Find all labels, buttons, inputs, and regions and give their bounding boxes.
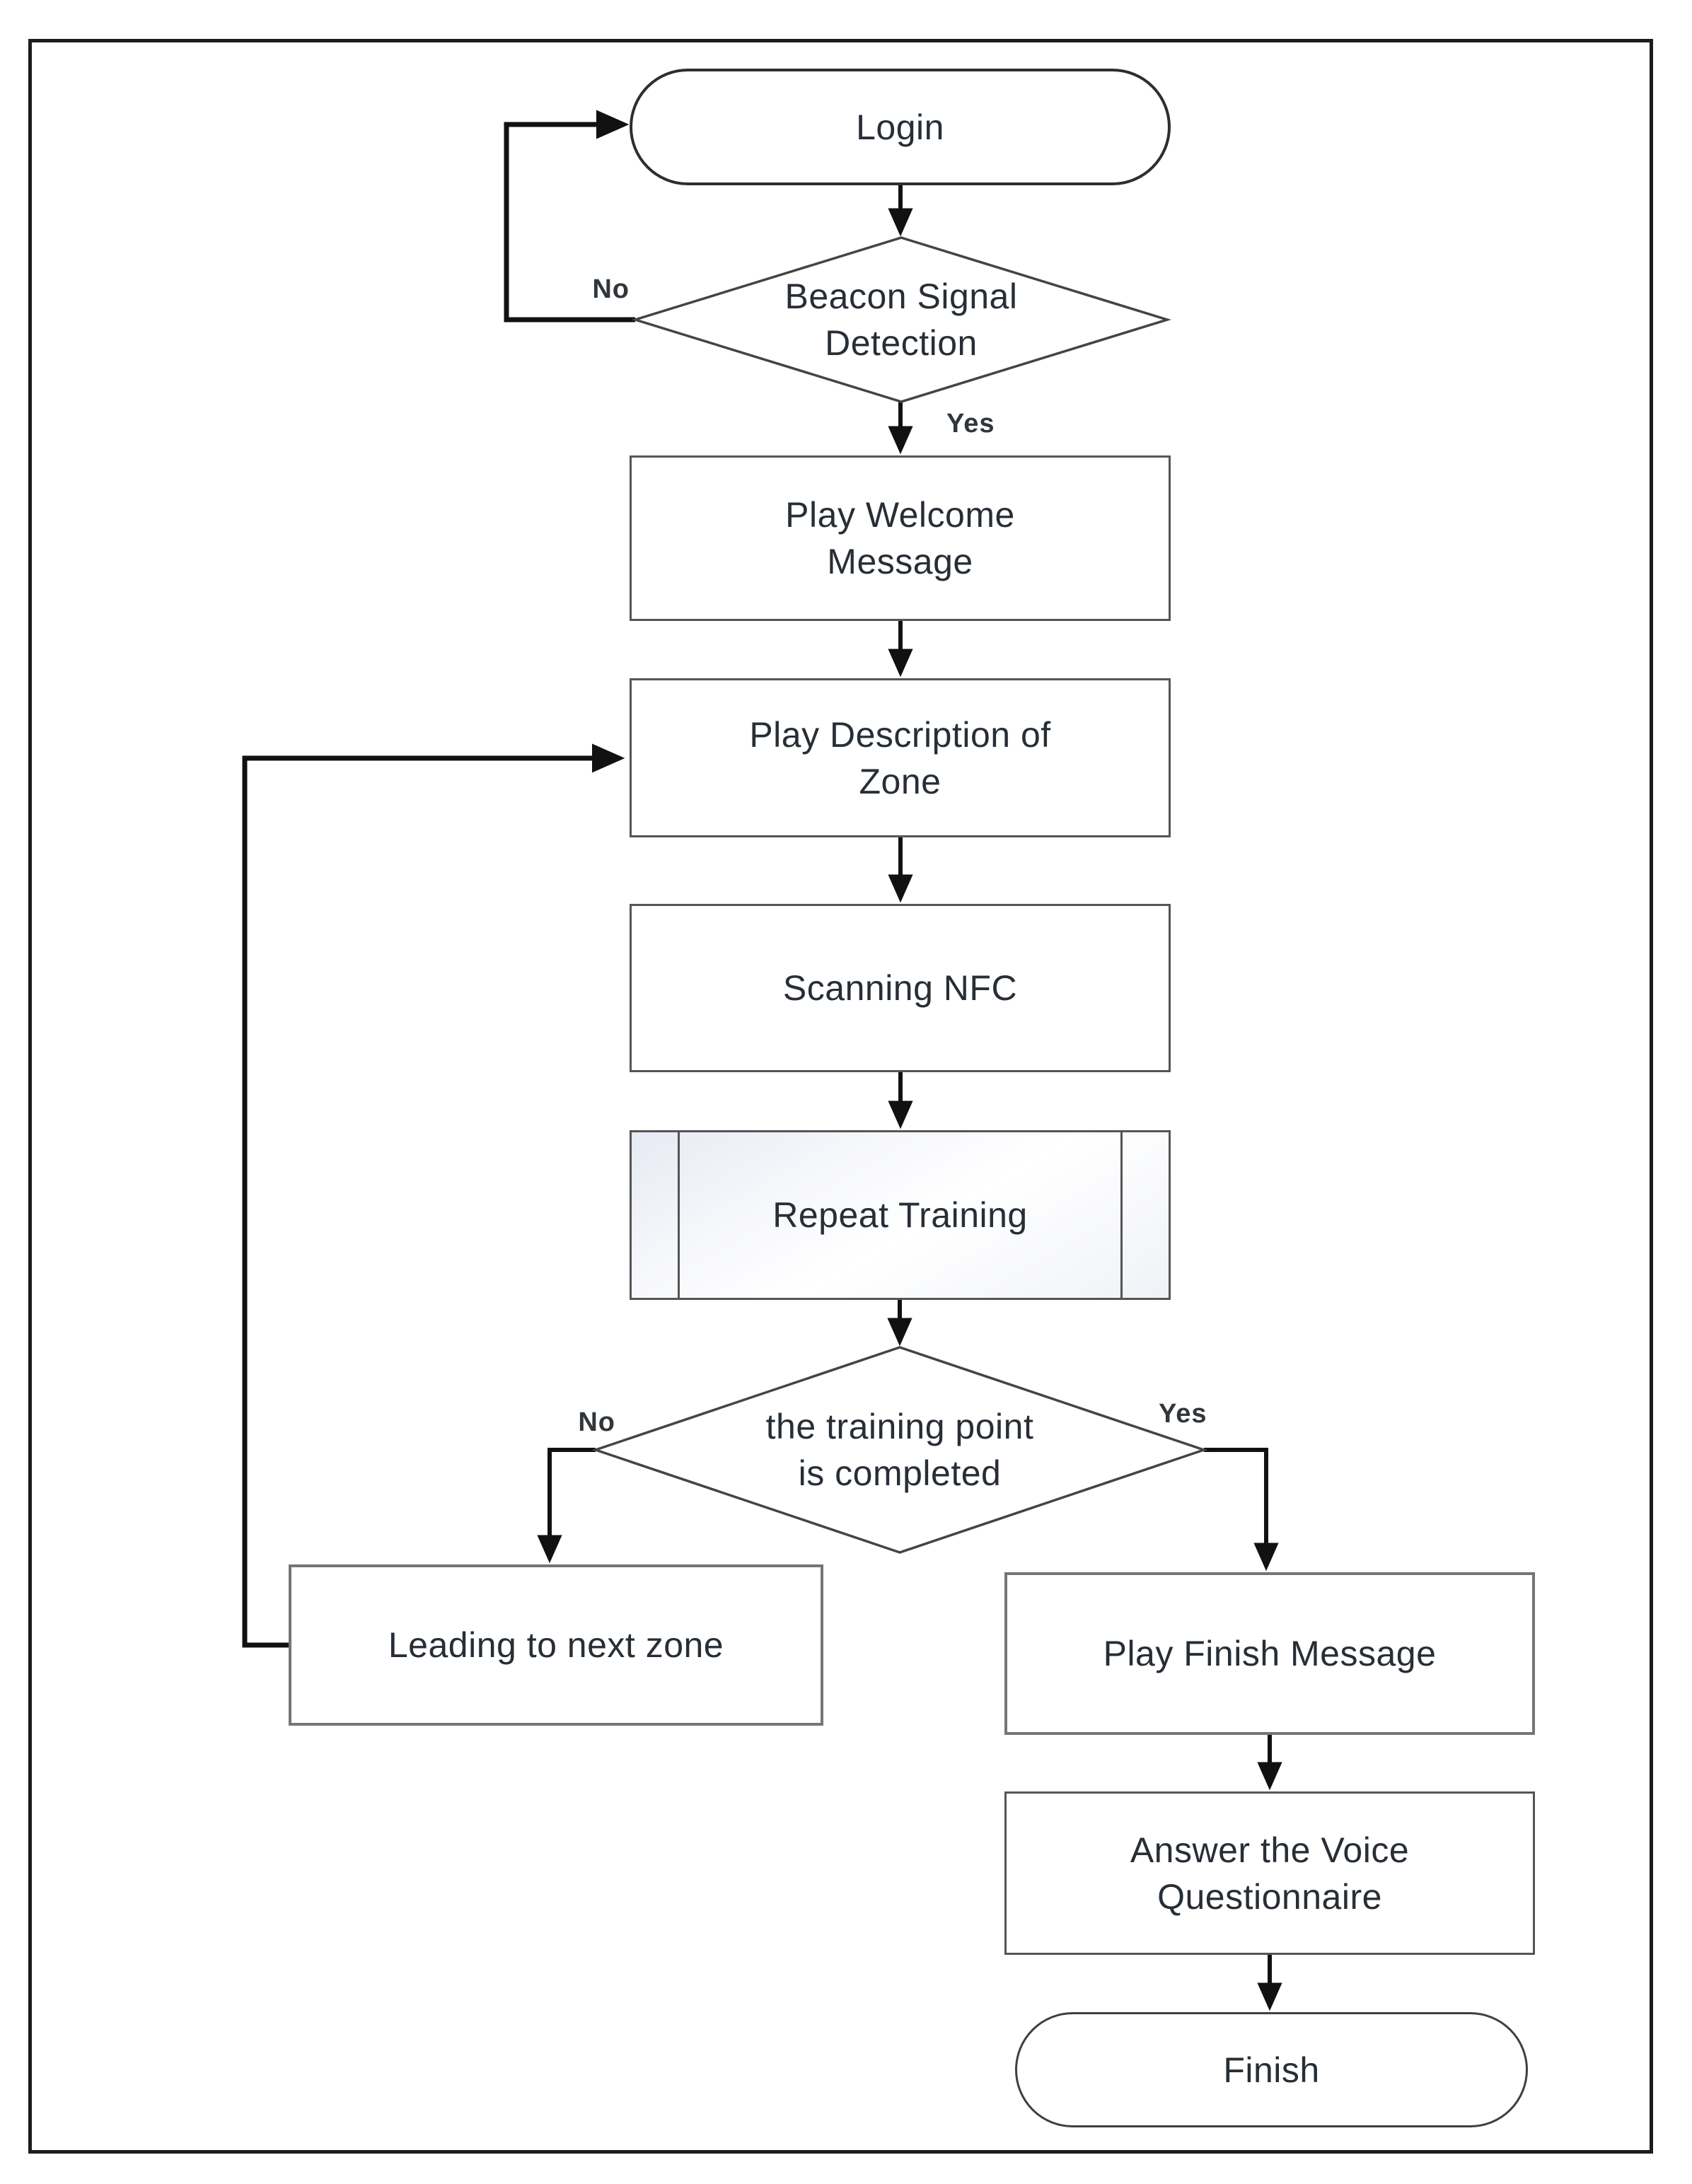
node-training-decision-label: the training point is completed bbox=[638, 1361, 1161, 1538]
predefined-process-right-bar bbox=[1120, 1132, 1123, 1298]
play-welcome-line1: Play Welcome bbox=[785, 495, 1015, 535]
play-description-line1: Play Description of bbox=[749, 714, 1051, 755]
node-login-label: Login bbox=[856, 107, 944, 147]
node-repeat-training: Repeat Training bbox=[630, 1130, 1171, 1300]
node-play-finish: Play Finish Message bbox=[1004, 1572, 1535, 1735]
leading-next-zone-label: Leading to next zone bbox=[388, 1625, 724, 1665]
edge-label-beacon-no: No bbox=[592, 274, 630, 304]
repeat-training-label: Repeat Training bbox=[772, 1195, 1028, 1235]
answer-questionnaire-line1: Answer the Voice bbox=[1130, 1830, 1410, 1870]
scanning-nfc-label: Scanning NFC bbox=[782, 968, 1018, 1008]
training-decision-diamond bbox=[591, 1346, 1208, 1554]
finish-label: Finish bbox=[1223, 2050, 1320, 2090]
play-welcome-line2: Message bbox=[827, 542, 973, 581]
play-description-line2: Zone bbox=[859, 761, 941, 801]
node-play-welcome: Play Welcome Message bbox=[630, 455, 1171, 621]
beacon-decision-line2: Detection bbox=[825, 323, 978, 363]
edge-beacon-no-loop-to-login bbox=[504, 110, 635, 323]
node-scanning-nfc: Scanning NFC bbox=[630, 904, 1171, 1072]
edge-leading-loop-to-play-description bbox=[242, 743, 625, 1648]
node-play-description: Play Description of Zone bbox=[630, 678, 1171, 837]
beacon-decision-diamond bbox=[631, 236, 1171, 403]
play-finish-label: Play Finish Message bbox=[1103, 1634, 1437, 1673]
edge-training-yes-to-play-finish bbox=[1204, 1448, 1279, 1572]
edge-training-no-to-leading-next-zone bbox=[537, 1448, 596, 1564]
predefined-process-left-bar bbox=[678, 1132, 680, 1298]
edge-label-training-yes: Yes bbox=[1159, 1399, 1207, 1429]
node-finish: Finish bbox=[1015, 2012, 1528, 2127]
beacon-decision-line1: Beacon Signal bbox=[784, 277, 1018, 316]
edge-label-beacon-yes: Yes bbox=[946, 409, 995, 438]
node-leading-next-zone: Leading to next zone bbox=[289, 1564, 823, 1726]
training-decision-line2: is completed bbox=[798, 1453, 1002, 1493]
answer-questionnaire-line2: Questionnaire bbox=[1157, 1876, 1382, 1917]
node-login: Login bbox=[630, 69, 1171, 185]
node-beacon-decision-label: Beacon Signal Detection bbox=[656, 245, 1146, 395]
node-answer-questionnaire: Answer the Voice Questionnaire bbox=[1004, 1791, 1535, 1955]
edge-label-training-no: No bbox=[578, 1407, 615, 1437]
training-decision-line1: the training point bbox=[765, 1407, 1034, 1446]
